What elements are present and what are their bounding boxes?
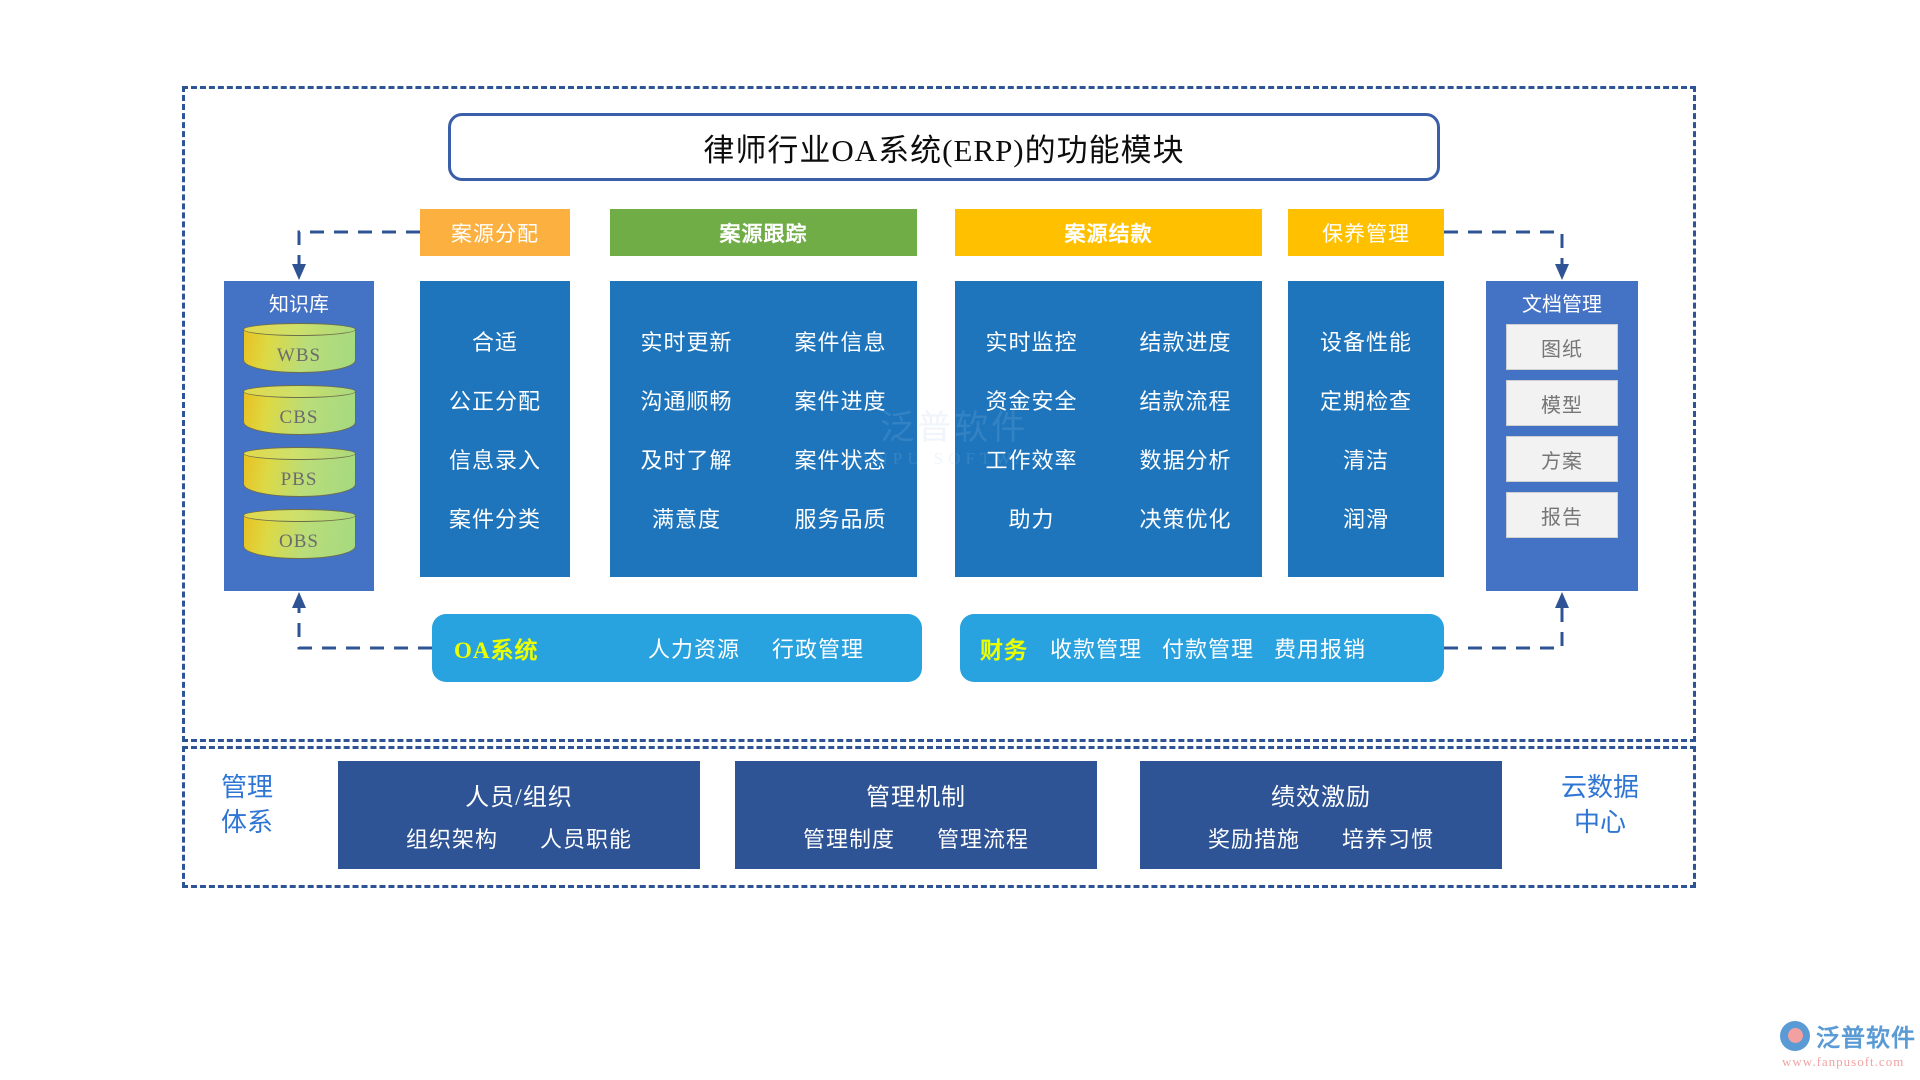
brand-mark-icon [1780, 1020, 1810, 1051]
knowledge-base-title: 知识库 [269, 294, 329, 316]
brand-url: www.fanpusoft.com [1782, 1054, 1905, 1069]
category-chip-maintenance[interactable]: 保养管理 [1288, 209, 1444, 256]
system-bar-option[interactable]: 费用报销 [1274, 637, 1367, 662]
management-box-item[interactable]: 奖励措施 [1207, 826, 1300, 852]
management-box-personnel[interactable]: 人员/组织 组织架构 人员职能 [338, 761, 700, 869]
feature-item[interactable]: 公正分配 [448, 388, 541, 414]
diagram-title: 律师行业OA系统(ERP)的功能模块 [448, 113, 1440, 181]
feature-item[interactable]: 工作效率 [985, 447, 1078, 473]
category-chip-case-assignment[interactable]: 案源分配 [420, 209, 570, 256]
system-bar-option[interactable]: 人力资源 [647, 637, 740, 662]
feature-item[interactable]: 实时监控 [985, 329, 1078, 355]
database-cylinder-wbs[interactable]: WBS [242, 323, 356, 375]
feature-item[interactable]: 结款流程 [1139, 388, 1232, 414]
brand-name: 泛普软件 [1816, 1026, 1916, 1052]
database-cylinder-pbs[interactable]: PBS [242, 447, 356, 499]
feature-item[interactable]: 案件信息 [794, 329, 887, 355]
feature-item[interactable]: 决策优化 [1139, 506, 1232, 532]
content-column-maintenance: 设备性能 定期检查 清洁 润滑 [1288, 281, 1444, 577]
knowledge-base-panel: 知识库 WBS CBS PBS OBS [224, 281, 374, 591]
cylinder-label: OBS [279, 531, 319, 552]
feature-item[interactable]: 案件分类 [448, 506, 541, 532]
column-group: 案件信息 案件进度 案件状态 服务品质 [773, 325, 909, 534]
management-box-item[interactable]: 培养习惯 [1342, 826, 1435, 852]
column-group: 实时监控 资金安全 工作效率 助力 [964, 325, 1100, 534]
content-column-case-assignment: 合适 公正分配 信息录入 案件分类 [420, 281, 570, 577]
column-group: 设备性能 定期检查 清洁 润滑 [1320, 325, 1412, 534]
feature-item[interactable]: 结款进度 [1139, 329, 1232, 355]
management-box-title: 管理机制 [866, 784, 966, 811]
feature-item[interactable]: 实时更新 [640, 329, 733, 355]
cylinder-top [242, 447, 356, 460]
document-item-report[interactable]: 报告 [1506, 492, 1618, 538]
system-bar-option[interactable]: 行政管理 [771, 637, 864, 662]
cylinder-top [242, 323, 356, 336]
feature-item[interactable]: 案件进度 [794, 388, 887, 414]
column-group: 合适 公正分配 信息录入 案件分类 [449, 325, 541, 534]
management-box-mechanism[interactable]: 管理机制 管理制度 管理流程 [735, 761, 1097, 869]
column-group: 实时更新 沟通顺畅 及时了解 满意度 [619, 325, 755, 534]
cylinder-body [242, 329, 356, 373]
management-box-item[interactable]: 管理流程 [937, 826, 1030, 852]
document-item-model[interactable]: 模型 [1506, 380, 1618, 426]
feature-item[interactable]: 数据分析 [1139, 447, 1232, 473]
content-column-case-tracking: 实时更新 沟通顺畅 及时了解 满意度 案件信息 案件进度 案件状态 服务品质 [610, 281, 917, 577]
cylinder-top [242, 509, 356, 522]
content-column-case-settlement: 实时监控 资金安全 工作效率 助力 结款进度 结款流程 数据分析 决策优化 [955, 281, 1262, 577]
feature-item[interactable]: 及时了解 [640, 447, 733, 473]
cloud-data-center-label-line2: 中心 [1573, 808, 1626, 837]
feature-item[interactable]: 案件状态 [794, 447, 887, 473]
system-bar-tag: 财务 [980, 638, 1028, 663]
system-bar-option[interactable]: 收款管理 [1050, 637, 1143, 662]
database-cylinder-obs[interactable]: OBS [242, 509, 356, 561]
category-label: 案源分配 [451, 221, 539, 246]
management-box-title: 人员/组织 [465, 784, 573, 811]
cloud-data-center-label: 云数据 中心 [1545, 770, 1655, 840]
cylinder-label: WBS [276, 345, 322, 366]
management-system-label-line1: 管理 [220, 773, 273, 802]
feature-item[interactable]: 定期检查 [1319, 388, 1412, 414]
main-frame [182, 86, 1696, 742]
system-bar-tag: OA系统 [454, 638, 539, 663]
feature-item[interactable]: 设备性能 [1319, 329, 1412, 355]
category-label: 保养管理 [1322, 221, 1410, 246]
feature-item[interactable]: 合适 [471, 329, 518, 355]
category-chip-case-tracking[interactable]: 案源跟踪 [610, 209, 917, 256]
cylinder-label: PBS [280, 469, 318, 490]
database-cylinder-cbs[interactable]: CBS [242, 385, 356, 437]
management-box-item[interactable]: 管理制度 [802, 826, 895, 852]
feature-item[interactable]: 沟通顺畅 [640, 388, 733, 414]
feature-item[interactable]: 助力 [1008, 506, 1055, 532]
brand-logo: 泛普软件 www.fanpusoft.com [1780, 1018, 1916, 1070]
management-box-item[interactable]: 人员职能 [540, 826, 633, 852]
feature-item[interactable]: 润滑 [1342, 506, 1389, 532]
system-bar-finance: 财务 收款管理 付款管理 费用报销 [960, 614, 1444, 682]
management-system-label: 管理 体系 [205, 770, 289, 840]
document-item-plan[interactable]: 方案 [1506, 436, 1618, 482]
document-management-title: 文档管理 [1522, 294, 1602, 316]
management-box-performance[interactable]: 绩效激励 奖励措施 培养习惯 [1140, 761, 1502, 869]
category-chip-case-settlement[interactable]: 案源结款 [955, 209, 1262, 256]
system-bar-option[interactable]: 付款管理 [1162, 637, 1255, 662]
cylinder-label: CBS [279, 407, 319, 428]
management-frame [182, 746, 1696, 888]
cloud-data-center-label-line1: 云数据 [1560, 773, 1639, 802]
feature-item[interactable]: 信息录入 [448, 447, 541, 473]
column-group: 结款进度 结款流程 数据分析 决策优化 [1118, 325, 1254, 534]
management-system-label-line2: 体系 [220, 808, 273, 837]
cylinder-body [242, 515, 356, 559]
feature-item[interactable]: 资金安全 [985, 388, 1078, 414]
diagram-title-text: 律师行业OA系统(ERP)的功能模块 [703, 132, 1185, 168]
cylinder-top [242, 385, 356, 398]
category-label: 案源结款 [1064, 221, 1153, 246]
feature-item[interactable]: 服务品质 [794, 506, 887, 532]
document-item-drawing[interactable]: 图纸 [1506, 324, 1618, 370]
feature-item[interactable]: 满意度 [651, 506, 721, 532]
feature-item[interactable]: 清洁 [1342, 447, 1389, 473]
system-bar-oa: OA系统 人力资源 行政管理 [432, 614, 922, 682]
management-box-title: 绩效激励 [1271, 784, 1371, 811]
document-management-panel: 文档管理 图纸 模型 方案 报告 [1486, 281, 1638, 591]
management-box-item[interactable]: 组织架构 [405, 826, 498, 852]
category-label: 案源跟踪 [719, 221, 808, 246]
